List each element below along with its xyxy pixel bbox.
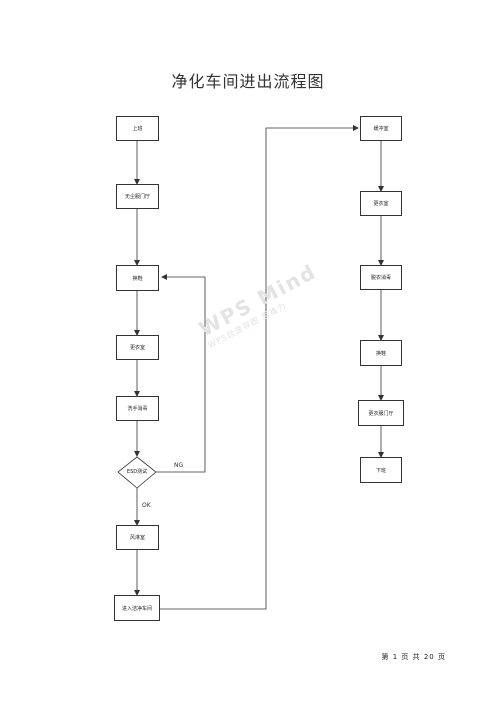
edge-label-ng: NG — [174, 462, 184, 469]
edge-n8-r1 — [160, 125, 359, 610]
edge-ng-loop — [156, 274, 206, 473]
node-change-shoes: 换鞋 — [116, 265, 159, 291]
node-wash-disinfect: 洗手消毒 — [116, 396, 159, 421]
node-change-shoes-exit: 换鞋 — [360, 340, 402, 366]
node-buffer-room: 缓冲室 — [360, 116, 402, 141]
edge-label-ok: OK — [142, 502, 151, 509]
node-undress-disinfect: 脱衣消毒 — [360, 265, 402, 290]
node-cleanroom-lobby: 无尘服门厅 — [116, 184, 159, 209]
decision-diamond — [117, 456, 157, 489]
node-start-work: 上班 — [116, 116, 159, 141]
node-esd-test-label: ESD测试 — [126, 469, 148, 475]
node-changing-room-exit: 更衣室 — [360, 191, 402, 216]
page-number-footer: 第 1 页 共 20 页 — [381, 653, 446, 661]
node-enter-cleanroom: 进入洁净车间 — [114, 595, 160, 621]
page-title: 净化车间进出流程图 — [171, 72, 325, 91]
node-air-shower: 风淋室 — [116, 525, 159, 550]
node-end-work: 下班 — [360, 457, 402, 483]
node-dressing-lobby: 更衣服门厅 — [358, 400, 404, 426]
node-changing-room: 更衣室 — [116, 335, 159, 360]
